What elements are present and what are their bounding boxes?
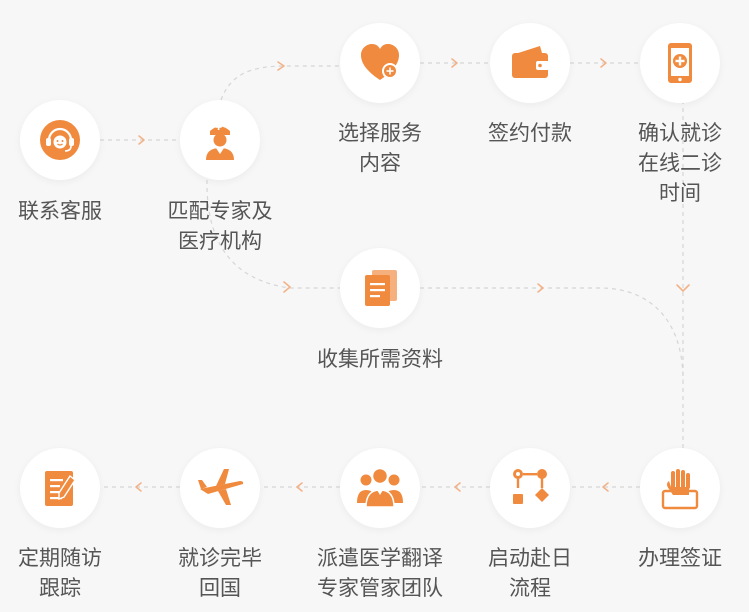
step-label-8: 启动赴日流程 [488,546,572,600]
arrow-right-icon [138,135,145,145]
step-label-7: 办理签证 [638,546,722,570]
step-node-2 [180,100,260,180]
step-node-4 [490,23,570,103]
notepad-pen-icon [45,471,76,506]
step-label-5: 确认就诊在线二诊时间 [638,121,722,205]
arrow-right-icon [283,281,291,293]
connector-2-3 [220,65,340,101]
arrow-left-icon [135,482,142,492]
step-node-1 [20,100,100,180]
arrow-left-icon [454,482,461,492]
arrow-left-icon [602,482,609,492]
team-icon [357,467,403,508]
doctor-icon [206,124,234,160]
step-label-4: 签约付款 [488,121,572,145]
arrow-right-icon [600,58,607,68]
connector-2-6 [206,179,340,289]
arrow-right-icon [451,58,458,68]
step-node-3 [340,23,420,103]
documents-icon [365,270,397,306]
step-label-11: 定期随访跟踪 [18,546,102,600]
arrow-down-icon [676,284,690,292]
step-node-11 [20,448,100,528]
step-node-7 [640,448,720,528]
hand-sign-icon [661,469,699,510]
step-node-8 [490,448,570,528]
step-label-2: 匹配专家及医疗机构 [167,199,273,253]
wallet-icon [512,46,549,78]
step-label-3: 选择服务内容 [338,121,422,175]
step-label-10: 就诊完毕回国 [178,546,262,600]
connector-6-7 [420,287,684,381]
step-node-9 [340,448,420,528]
arrow-left-icon [296,482,303,492]
heart-plus-icon [361,44,399,80]
step-label-1: 联系客服 [18,199,102,223]
workflow-icon [513,469,549,504]
headset-agent-icon [40,120,80,160]
step-node-6 [340,248,420,328]
step-node-10 [180,448,260,528]
step-label-6: 收集所需资料 [317,347,443,371]
arrow-right-icon [277,61,285,71]
step-label-9: 派遣医学翻译专家管家团队 [317,546,443,600]
medical-phone-icon [668,43,692,83]
step-node-5 [640,23,720,103]
arrow-right-icon [537,283,544,293]
airplane-icon [198,469,244,505]
